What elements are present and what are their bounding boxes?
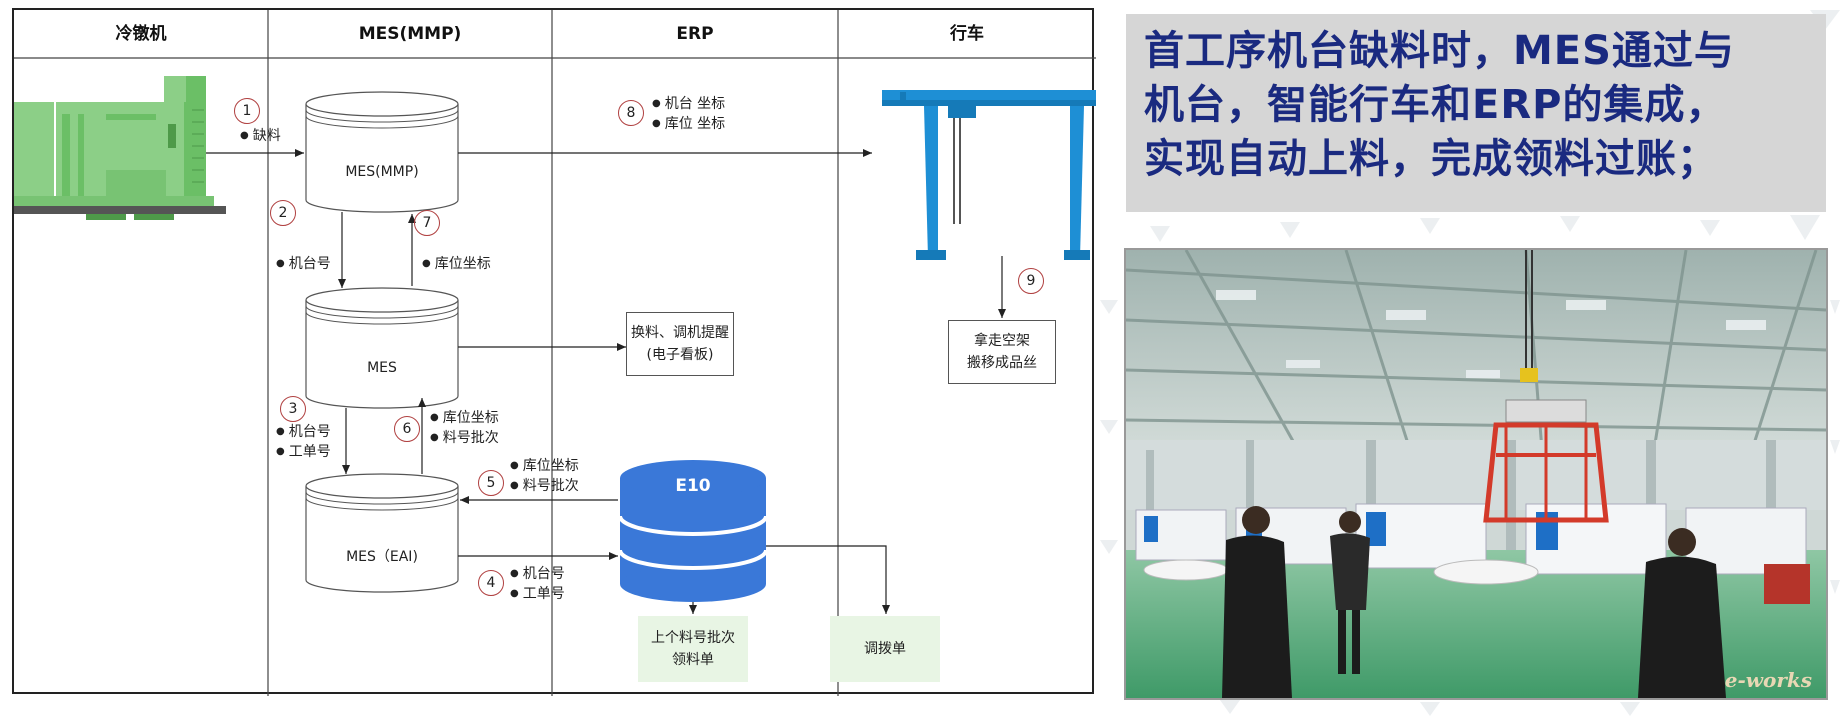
label-machine-no-4: ●机台号 <box>510 566 565 582</box>
diagram-graphics <box>14 10 1096 696</box>
step-5: 5 <box>478 470 504 496</box>
column-header-erp: ERP <box>676 24 714 44</box>
column-header-mes-mmp: MES(MMP) <box>358 24 462 44</box>
crane-task-line2: 搬移成品丝 <box>967 355 1037 371</box>
reminder-line1: 换料、调机提醒 <box>631 325 729 341</box>
step-1: 1 <box>234 98 260 124</box>
prev-batch-line2: 领料单 <box>672 652 714 668</box>
crane-hoist-rack <box>1483 250 1609 523</box>
prev-batch-requisition-box: 上个料号批次 领料单 <box>638 616 748 682</box>
headline-box: 首工序机台缺料时，MES通过与 机台，智能行车和ERP的集成， 实现自动上料，完… <box>1126 14 1826 212</box>
label-location-coord-5: ●库位坐标 <box>510 458 579 474</box>
headline-text: 首工序机台缺料时，MES通过与 机台，智能行车和ERP的集成， 实现自动上料，完… <box>1144 24 1808 186</box>
step-8: 8 <box>618 100 644 126</box>
people <box>1222 506 1726 698</box>
step-6: 6 <box>394 416 420 442</box>
headline-line-2: 机台，智能行车和ERP的集成， <box>1144 82 1727 128</box>
node-e10: E10 <box>675 476 711 496</box>
label-material-batch-6: ●料号批次 <box>430 430 499 446</box>
arrow-e10-to-transfer <box>766 545 890 614</box>
prev-batch-line1: 上个料号批次 <box>651 630 735 646</box>
reminder-line2: (电子看板) <box>646 347 714 363</box>
step-9: 9 <box>1018 268 1044 294</box>
mes-cylinder <box>305 287 459 409</box>
e10-database <box>618 460 768 602</box>
transfer-order-box: 调拨单 <box>830 616 940 682</box>
headline-line-3: 实现自动上料，完成领料过账； <box>1144 136 1718 182</box>
label-location-coord-7: ●库位坐标 <box>422 256 491 272</box>
label-shortage: ●缺料 <box>240 128 281 144</box>
factory-scene-illustration <box>1126 250 1826 698</box>
mes-mmp-cylinder <box>305 91 459 213</box>
label-machine-no-2: ●机台号 <box>276 256 331 272</box>
label-work-order-3: ●工单号 <box>276 444 331 460</box>
node-mes-mmp: MES(MMP) <box>345 164 419 180</box>
step-2: 2 <box>270 200 296 226</box>
label-machine-coord-8: ●机台 坐标 <box>652 96 726 112</box>
crane-task-box: 拿走空架 搬移成品丝 <box>948 320 1056 384</box>
step-4: 4 <box>478 570 504 596</box>
step-3: 3 <box>280 396 306 422</box>
cold-heading-machine-illustration <box>14 76 226 220</box>
transfer-order-label: 调拨单 <box>864 641 906 657</box>
column-header-crane: 行车 <box>950 24 984 44</box>
label-machine-no-3: ●机台号 <box>276 424 331 440</box>
step-7: 7 <box>414 210 440 236</box>
reminder-box: 换料、调机提醒 (电子看板) <box>626 312 734 376</box>
headline-line-1: 首工序机台缺料时，MES通过与 <box>1144 28 1735 74</box>
label-material-batch-5: ●料号批次 <box>510 478 579 494</box>
crane-task-line1: 拿走空架 <box>974 333 1030 349</box>
mes-eai-cylinder <box>305 473 459 593</box>
label-location-coord-8: ●库位 坐标 <box>652 116 726 132</box>
node-mes: MES <box>367 360 397 376</box>
flow-diagram: 冷镦机 MES(MMP) ERP 行车 MES(MMP) MES MES（EAI… <box>12 8 1096 696</box>
factory-photo: e-works <box>1124 248 1828 700</box>
watermark: e-works <box>1724 668 1812 692</box>
node-mes-eai: MES（EAI) <box>346 549 418 565</box>
column-header-cold-heading: 冷镦机 <box>115 24 167 44</box>
overhead-crane-illustration <box>882 90 1096 260</box>
label-location-coord-6: ●库位坐标 <box>430 410 499 426</box>
label-work-order-4: ●工单号 <box>510 586 565 602</box>
